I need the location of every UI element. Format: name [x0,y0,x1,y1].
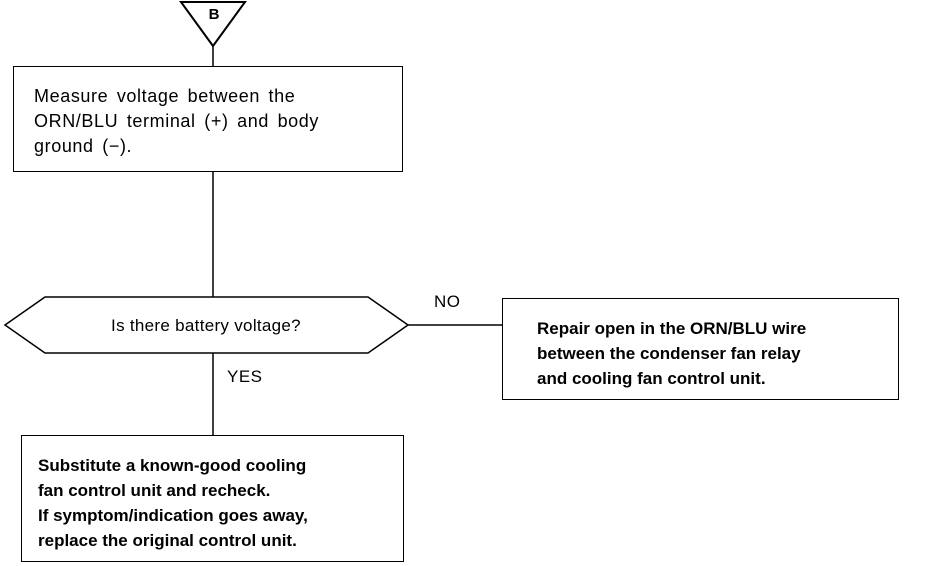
repair-wire-step: Repair open in the ORN/BLU wire between … [502,298,899,400]
connector-label: B [208,6,220,23]
substitute-unit-text: Substitute a known-good cooling fan cont… [38,456,308,550]
repair-wire-text: Repair open in the ORN/BLU wire between … [537,319,807,388]
yes-branch-label: YES [227,367,263,386]
decision-question: Is there battery voltage? [111,316,301,335]
substitute-unit-step: Substitute a known-good cooling fan cont… [21,435,404,562]
measure-voltage-text: Measure voltage between the ORN/BLU term… [34,86,320,156]
measure-voltage-step: Measure voltage between the ORN/BLU term… [13,66,403,172]
no-branch-label: NO [434,292,461,311]
connector-triangle-b [179,1,247,48]
